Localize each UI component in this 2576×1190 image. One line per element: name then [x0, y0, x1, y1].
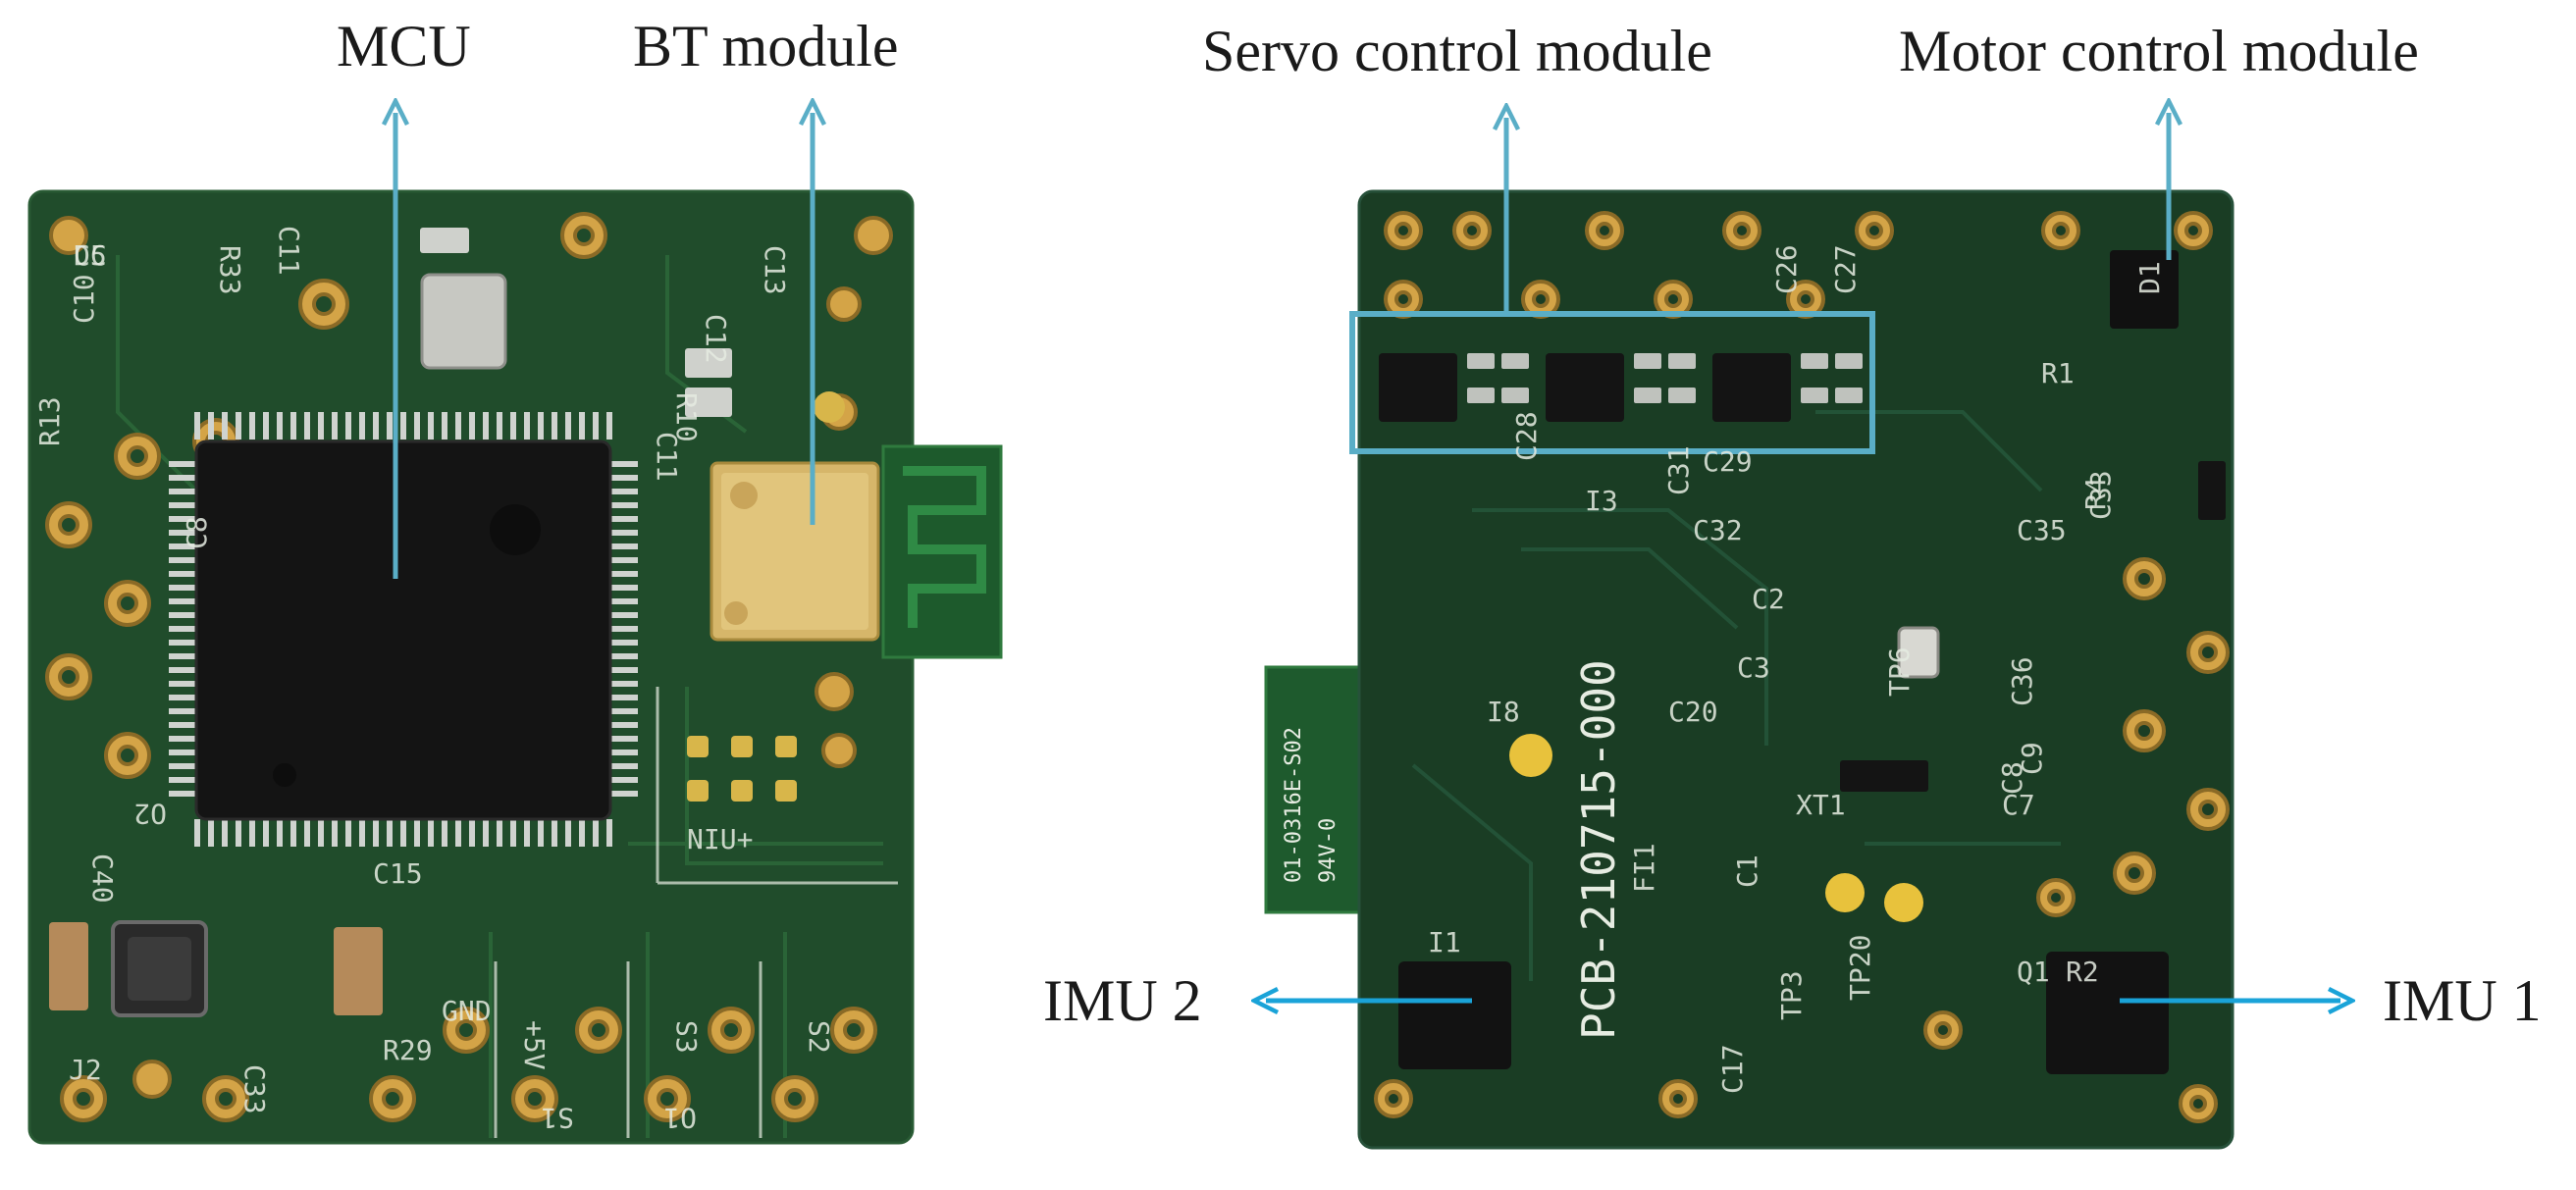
silkscreen-label: R33 — [214, 245, 246, 295]
board-part-number: PCB-210715-000 — [1572, 659, 1625, 1040]
silkscreen-label: R29 — [383, 1034, 433, 1066]
silkscreen-label: C36 — [2006, 656, 2038, 706]
right-pcb-board — [1264, 189, 2234, 1150]
silkscreen-label: C35 — [2017, 514, 2067, 546]
servo-driver-chips — [1379, 353, 1863, 422]
silkscreen-label: I1 — [1428, 926, 1461, 958]
silkscreen-label: C13 — [759, 245, 791, 295]
left-pcb-board — [27, 189, 1003, 1145]
silkscreen-label: C33 — [238, 1064, 271, 1114]
silkscreen-label: C10 — [68, 274, 100, 324]
bt-module-label: BT module — [633, 14, 899, 78]
silkscreen-label: C9 — [2016, 742, 2048, 775]
silkscreen-label: C31 — [1662, 445, 1695, 495]
silkscreen-label: TP3 — [1775, 970, 1808, 1020]
silkscreen-label: Q1 — [2017, 956, 2050, 988]
silkscreen-label: C33 — [2084, 470, 2117, 520]
flex-connector — [1264, 665, 1376, 914]
silkscreen-label: TP6 — [1883, 647, 1916, 697]
silkscreen-label: R13 — [33, 396, 66, 446]
silkscreen-label: R4 — [2079, 477, 2112, 510]
silkscreen-label: O1 — [663, 1102, 697, 1134]
silkscreen-label: C11 — [651, 432, 683, 482]
silkscreen-label: C8 — [181, 516, 213, 549]
silkscreen-label: GND — [442, 995, 492, 1027]
servo-module-label: Servo control module — [1202, 19, 1712, 83]
silkscreen-label: C15 — [373, 857, 423, 890]
silkscreen-label: C11 — [273, 226, 305, 276]
silkscreen-label: XT1 — [1796, 789, 1846, 821]
silkscreen-label: C8 — [1996, 761, 2028, 795]
silkscreen-label: R10 — [670, 392, 703, 442]
silkscreen-label: C26 — [1770, 244, 1803, 294]
silkscreen-label: C27 — [1829, 244, 1862, 294]
silkscreen-label: O2 — [133, 798, 167, 830]
silkscreen-label: C2 — [1752, 583, 1785, 615]
silkscreen-label: I8 — [1487, 696, 1520, 728]
silkscreen-label: C5 — [74, 239, 107, 272]
silkscreen-label: C29 — [1703, 445, 1753, 478]
flex-connector-label: 01-0316E-S02 — [1282, 727, 1306, 883]
silkscreen-label: C32 — [1693, 514, 1743, 546]
silkscreen-label: FI1 — [1628, 843, 1660, 893]
imu1-label: IMU 1 — [2383, 968, 2542, 1033]
silkscreen-label: C1 — [1731, 854, 1763, 888]
silkscreen-label: S2 — [803, 1020, 835, 1054]
silkscreen-label: +5V — [518, 1020, 551, 1070]
imu1-chip — [2046, 952, 2169, 1074]
silkscreen-label: R2 — [2066, 956, 2099, 988]
silkscreen-label: C20 — [1668, 696, 1718, 728]
silkscreen-label: J2 — [69, 1054, 102, 1086]
mcu-chip — [169, 412, 638, 847]
annotations — [395, 113, 2340, 1001]
mcu-label: MCU — [337, 14, 471, 78]
servo-module-highlight — [1349, 311, 1875, 454]
silkscreen-label: I3 — [1585, 485, 1618, 517]
silkscreen-label: C40 — [86, 854, 119, 904]
silkscreen-label: C3 — [1737, 651, 1770, 684]
silkscreen-label: NIU+ — [687, 823, 753, 855]
silkscreen-label: DC — [74, 239, 107, 272]
silkscreen-label: C28 — [1510, 411, 1543, 461]
silkscreen-label: C17 — [1716, 1044, 1749, 1094]
silkscreen-label: R1 — [2041, 357, 2075, 389]
imu2-label: IMU 2 — [1043, 968, 1202, 1033]
silkscreen-label: C12 — [700, 314, 732, 364]
silkscreen-label: TP20 — [1844, 935, 1876, 1001]
motor-driver-chip — [2110, 250, 2179, 329]
flex-connector-label: 94V-0 — [1316, 818, 1341, 883]
imu2-chip — [1398, 961, 1511, 1069]
silkscreen-label: D1 — [2133, 261, 2166, 294]
silkscreen-label: S1 — [541, 1102, 574, 1134]
silkscreen-label: S3 — [670, 1020, 703, 1054]
silkscreen-label: C7 — [2002, 789, 2035, 821]
motor-module-label: Motor control module — [1899, 19, 2419, 83]
bt-module — [710, 444, 1003, 659]
